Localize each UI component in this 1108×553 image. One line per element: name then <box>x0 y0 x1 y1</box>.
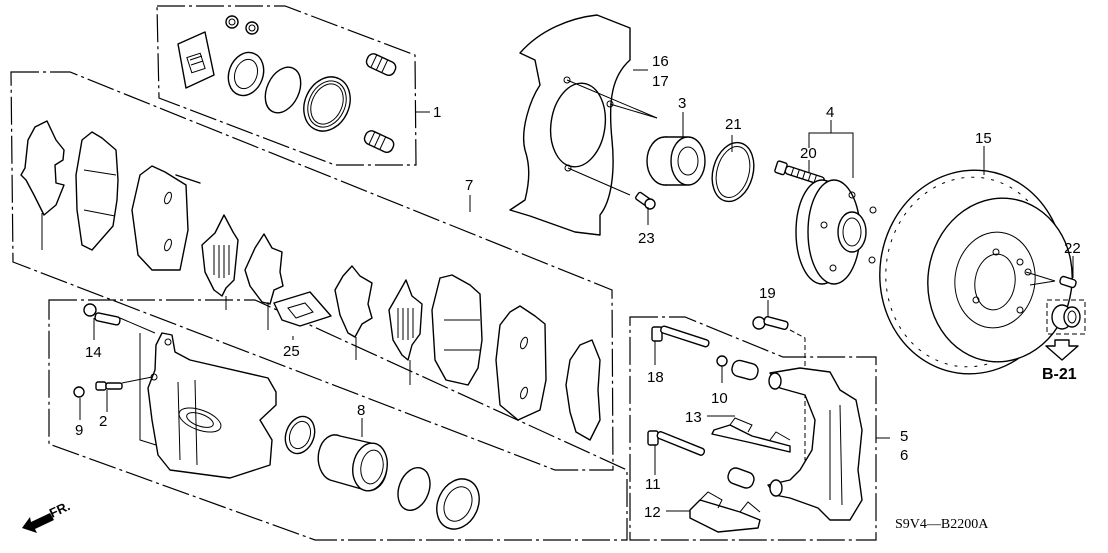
caliper-piston <box>317 434 388 492</box>
callout-17: 17 <box>652 73 669 90</box>
callout-8: 8 <box>357 402 365 419</box>
caliper-body <box>147 332 277 479</box>
disc-screw-22 <box>1059 275 1077 289</box>
piston-seal-ring <box>284 415 316 455</box>
callout-10: 10 <box>711 390 728 407</box>
pin-boot-upper <box>731 359 759 381</box>
caliper-body-group-box <box>48 299 628 541</box>
seal-kit-group-box <box>156 5 417 166</box>
front-label: FR. <box>47 498 72 520</box>
wheel-bearing <box>646 136 706 186</box>
callout-9: 9 <box>75 422 83 439</box>
wheel-hub <box>795 179 877 285</box>
callout-19: 19 <box>759 285 776 302</box>
callout-3: 3 <box>678 95 686 112</box>
callout-23: 23 <box>638 230 655 247</box>
callout-13: 13 <box>685 409 702 426</box>
pad-set-parts <box>20 120 601 441</box>
callout-leaders <box>79 69 1074 512</box>
callout-20: 20 <box>800 145 817 162</box>
callout-25: 25 <box>283 343 300 360</box>
callout-22: 22 <box>1064 240 1081 257</box>
callout-16: 16 <box>652 53 669 70</box>
bleeder-cap-9 <box>73 386 85 398</box>
callout-1: 1 <box>433 104 441 121</box>
arrow-left-down-icon <box>22 513 54 533</box>
callout-5: 5 <box>900 428 908 445</box>
guide-pin-18 <box>651 325 710 348</box>
caliper-outline-bracket <box>139 333 157 446</box>
splash-shield <box>509 14 658 236</box>
pin-bushing-10 <box>716 355 728 367</box>
caliper-bracket-group-box <box>629 316 877 541</box>
piston-o-ring <box>397 466 431 512</box>
callout-11: 11 <box>645 476 661 493</box>
caliper-bolt-14 <box>83 303 121 326</box>
pad-set-leaders <box>41 213 411 385</box>
hub-nut-reference <box>1046 299 1086 335</box>
bleeder-screw-2 <box>95 381 123 391</box>
pin-boot-lower <box>727 467 755 489</box>
callout-4: 4 <box>826 104 834 121</box>
callout-2: 2 <box>99 413 107 430</box>
reference-label[interactable]: B-21 <box>1042 366 1077 383</box>
piston-boot <box>436 478 480 530</box>
brake-disc <box>879 169 1073 375</box>
callout-12: 12 <box>644 504 661 521</box>
flange-bolt-23 <box>635 191 656 210</box>
pad-retainer-12 <box>689 491 761 533</box>
pad-retainer-13 <box>711 417 791 453</box>
caliper-bracket <box>767 367 863 521</box>
callout-18: 18 <box>647 369 664 386</box>
callout-21: 21 <box>725 116 742 133</box>
pad-set-group-box <box>10 71 614 471</box>
bracket-bolt-19 <box>752 316 789 330</box>
bolt-14-leader <box>119 317 156 334</box>
reference-arrow-icon <box>1045 339 1079 361</box>
callout-6: 6 <box>900 447 908 464</box>
bleeder-leader <box>121 376 153 384</box>
callout-14: 14 <box>85 344 102 361</box>
diagram-code: S9V4—B2200A <box>895 517 989 532</box>
guide-pin-11 <box>647 430 706 456</box>
callout-15: 15 <box>975 130 992 147</box>
front-direction-indicator: FR. <box>22 498 72 533</box>
callout-7: 7 <box>465 177 473 194</box>
snap-ring <box>711 141 755 203</box>
seal-kit-parts <box>177 15 397 153</box>
